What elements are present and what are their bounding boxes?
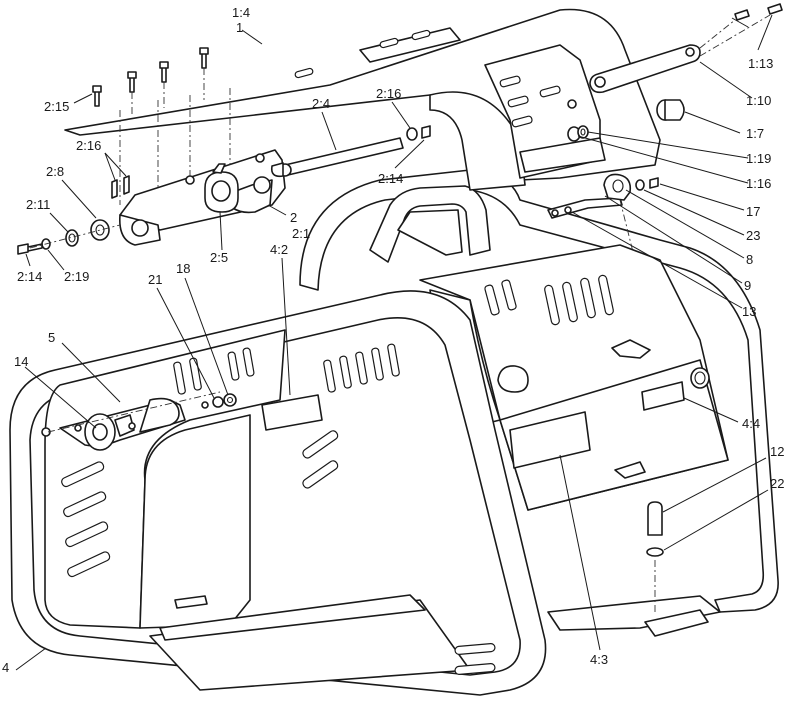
decal-4-3-part [509, 411, 591, 469]
callout-2-15: 2:15 [44, 99, 69, 114]
callout-2-14-left: 2:14 [17, 269, 42, 284]
callout-22: 22 [770, 476, 784, 491]
callout-2-16-right: 2:16 [376, 86, 401, 101]
callout-2: 2 [290, 210, 297, 225]
callout-4: 4 [2, 660, 9, 675]
callout-1-13: 1:13 [748, 56, 773, 71]
callout-1-16: 1:16 [746, 176, 771, 191]
callout-1: 1 [236, 20, 243, 35]
callout-1-4: 1:4 [232, 5, 250, 20]
callout-2-4: 2:4 [312, 96, 330, 111]
callout-14: 14 [14, 354, 28, 369]
callout-1-7: 1:7 [746, 126, 764, 141]
control-bracket-part [118, 88, 286, 246]
callout-2-19: 2:19 [64, 269, 89, 284]
callout-21: 21 [148, 272, 162, 287]
shaft-end-hardware-part [406, 125, 431, 141]
control-shaft-part [270, 137, 404, 178]
callout-5: 5 [48, 330, 55, 345]
knob-part [656, 99, 685, 121]
decal-4-4-part [641, 381, 685, 411]
throttle-control-part [41, 391, 221, 451]
callout-labels: 1:4 1 1:13 2:15 1:10 2:16 2:4 1:7 2:16 2… [2, 5, 784, 675]
callout-2-16-left: 2:16 [76, 138, 101, 153]
callout-9: 9 [744, 278, 751, 293]
left-bushing-part [17, 219, 121, 255]
pivot-washers-part [567, 125, 589, 142]
front-frame-part [9, 290, 547, 696]
callout-2-5: 2:5 [210, 250, 228, 265]
foot-bolt-part [644, 501, 709, 637]
callout-13: 13 [742, 304, 756, 319]
callout-4-4: 4:4 [742, 416, 760, 431]
callout-2-14-right: 2:14 [378, 171, 403, 186]
rear-handle-part [369, 185, 491, 263]
top-cover-part [64, 8, 661, 191]
shaft-collar-part [204, 163, 239, 213]
callout-2-11: 2:11 [26, 197, 50, 212]
callout-8: 8 [746, 252, 753, 267]
callout-2-8: 2:8 [46, 164, 64, 179]
fastener-18-21-part [201, 393, 237, 409]
callout-18: 18 [176, 261, 190, 276]
leader-lines [15, 14, 773, 671]
decal-4-2-part [261, 394, 323, 431]
callout-1-10: 1:10 [746, 93, 771, 108]
callout-12: 12 [770, 444, 784, 459]
callout-4-3: 4:3 [590, 652, 608, 667]
callout-1-19: 1:19 [746, 151, 771, 166]
callout-17: 17 [746, 204, 760, 219]
callout-4-2: 4:2 [270, 242, 288, 257]
bracket-bolts-part [111, 153, 265, 199]
lift-arm-part [589, 3, 783, 94]
callout-23: 23 [746, 228, 760, 243]
callout-2-1: 2:1 [292, 226, 310, 241]
cover-bolts-part [92, 47, 209, 115]
